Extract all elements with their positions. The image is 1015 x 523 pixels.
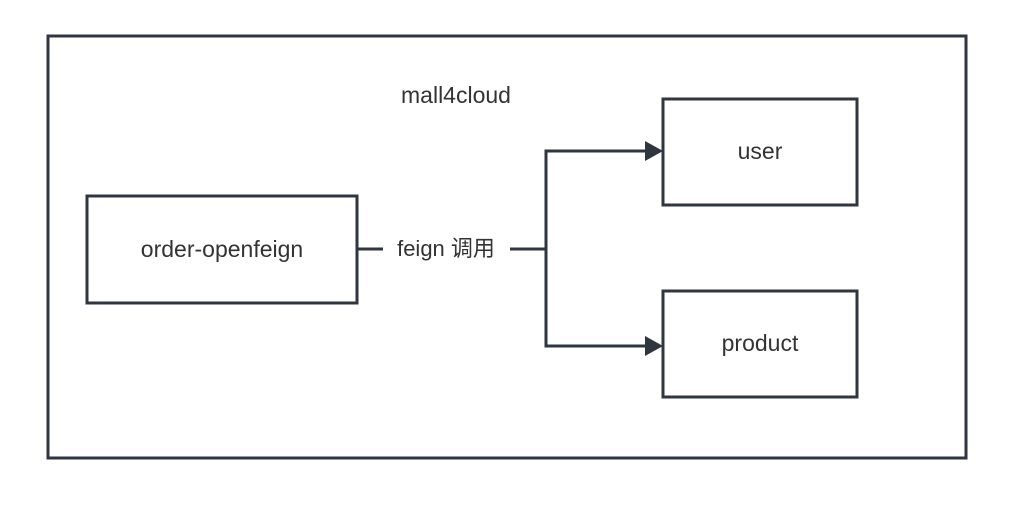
node-order-openfeign[interactable]: [85, 194, 359, 305]
arrow-head-user: [645, 141, 663, 161]
node-label-user: user: [738, 138, 783, 164]
edge-label-background: [383, 234, 510, 264]
mall4cloud-container: [46, 34, 968, 460]
node-label-product: product: [722, 330, 799, 356]
node-label-order-openfeign: order-openfeign: [141, 236, 303, 262]
arrow-head-product: [645, 336, 663, 356]
edge-label-feign: feign 调用: [397, 236, 495, 261]
mall4cloud-container-label: mall4cloud: [401, 82, 511, 108]
node-user[interactable]: [661, 97, 859, 207]
node-product[interactable]: [661, 289, 859, 399]
